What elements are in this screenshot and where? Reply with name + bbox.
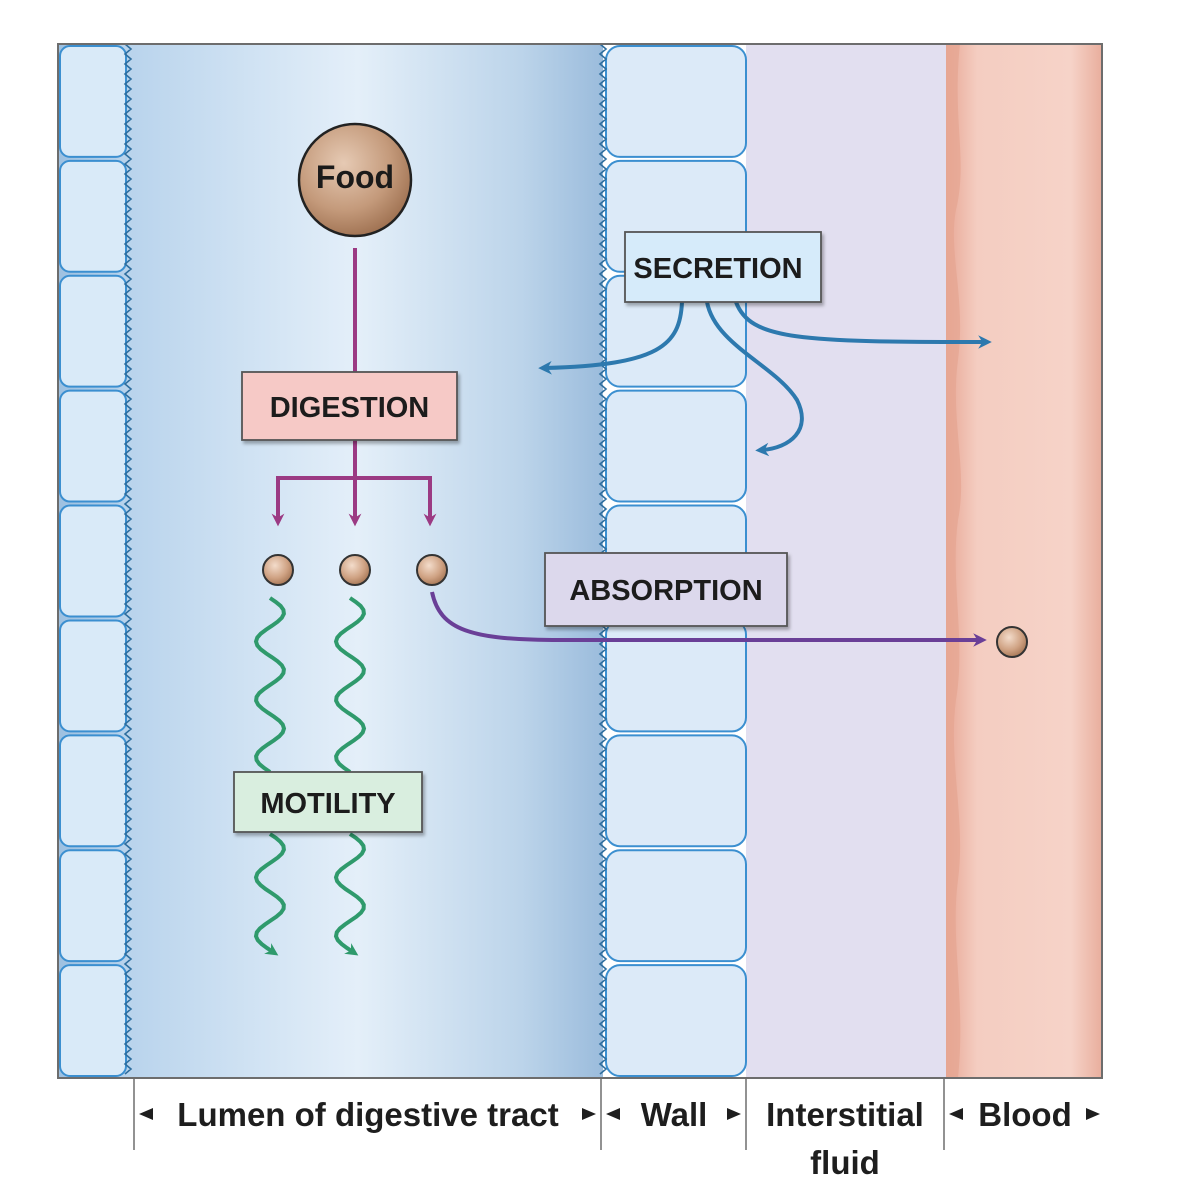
region-label-blood: Blood	[978, 1096, 1071, 1133]
nutrient-particles	[262, 554, 1028, 658]
food-node: Food	[297, 122, 413, 238]
digestion-trunk	[271, 440, 357, 527]
motility-wave-right-upper	[333, 596, 367, 774]
motility-wave-right-lower	[333, 832, 366, 956]
epithelial-cell	[605, 734, 747, 848]
secretion-to-blood-arrow	[734, 301, 992, 349]
diagram-frame	[57, 43, 1103, 1079]
motility-label: MOTILITY	[260, 788, 395, 820]
motility-wave-left-lower	[253, 832, 286, 956]
epithelial-cell	[59, 274, 127, 388]
region-label-interstitial: Interstitial	[766, 1096, 924, 1133]
absorption-label: ABSORPTION	[569, 575, 762, 607]
digestion-arrows	[271, 248, 437, 527]
region-dividers	[133, 1078, 945, 1150]
epithelial-cell	[59, 619, 127, 733]
epithelial-cell	[605, 964, 747, 1077]
blood-vessel-edge	[946, 44, 962, 1078]
region-label-wall: Wall	[641, 1096, 708, 1133]
nutrient-particle	[262, 554, 294, 586]
region-label-interstitial-line2: fluid	[810, 1144, 880, 1181]
region-label-lumen: Lumen of digestive tract	[177, 1096, 558, 1133]
secretion-to-wall-arrow	[705, 301, 804, 457]
left-microvilli-border	[122, 43, 133, 1075]
epithelial-cell	[59, 849, 127, 963]
epithelial-cell	[59, 964, 127, 1077]
epithelial-cell	[59, 45, 127, 158]
motility-wave-left-upper	[253, 596, 287, 774]
absorbed-particle	[996, 626, 1028, 658]
epithelial-cell	[605, 619, 747, 733]
epithelial-cell	[59, 734, 127, 848]
epithelial-cell	[59, 159, 127, 273]
epithelial-cell	[59, 504, 127, 618]
secretion-box: SECRETION	[624, 231, 822, 303]
epithelial-cell	[605, 389, 747, 503]
secretion-label: SECRETION	[633, 253, 802, 285]
left-epithelial-cells	[59, 45, 127, 1077]
epithelial-cell	[59, 389, 127, 503]
digestion-arrow-right	[355, 476, 437, 527]
absorption-box: ABSORPTION	[544, 552, 788, 627]
epithelial-cell	[605, 45, 747, 158]
epithelial-cell	[605, 849, 747, 963]
motility-box: MOTILITY	[233, 771, 423, 833]
region-label-arrows	[139, 1108, 1100, 1120]
blood-region	[946, 44, 1102, 1078]
secretion-arrows	[538, 301, 992, 457]
secretion-to-lumen-arrow	[538, 301, 684, 375]
nutrient-particle	[416, 554, 448, 586]
food-label: Food	[316, 159, 394, 195]
nutrient-particle	[339, 554, 371, 586]
digestion-label: DIGESTION	[270, 392, 430, 424]
digestion-box: DIGESTION	[241, 371, 458, 441]
absorption-arrow	[430, 591, 987, 647]
